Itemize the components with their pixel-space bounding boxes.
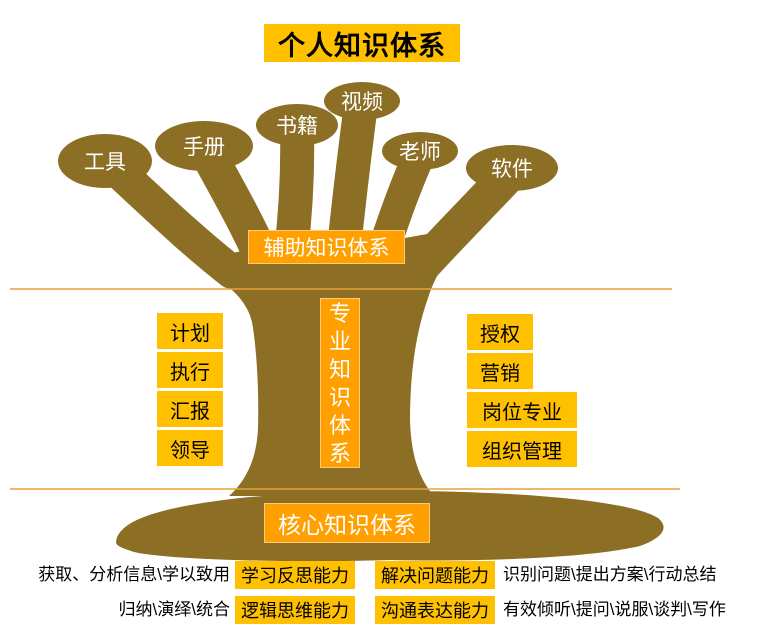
leaf-tools: 工具: [84, 151, 126, 174]
page-title: 个人知识体系: [264, 24, 460, 62]
note-induction-deduction: 归纳\演绎\统合: [118, 600, 230, 619]
level-professional-knowledge: 专业知识体系: [320, 298, 360, 468]
note-listening-writing: 有效倾听\提问\说服\谈判\写作: [503, 600, 726, 619]
leaf-manual-shape: [155, 121, 253, 171]
left-item-execute: 执行: [157, 352, 223, 388]
leaf-tools-shape: [58, 134, 152, 188]
right-item-org-management: 组织管理: [467, 431, 577, 467]
right-item-authorize: 授权: [467, 314, 533, 350]
leaf-software: 软件: [491, 158, 533, 181]
left-item-lead: 领导: [157, 430, 223, 466]
ability-learning-reflection: 学习反思能力: [235, 561, 355, 589]
right-item-marketing: 营销: [467, 353, 533, 389]
leaf-video-shape: [324, 82, 400, 120]
leaf-manual: 手册: [183, 136, 225, 159]
branch-video: [327, 87, 378, 265]
level-auxiliary-knowledge: 辅助知识体系: [248, 230, 405, 264]
leaf-books-shape: [256, 104, 338, 146]
ability-communication: 沟通表达能力: [375, 596, 495, 624]
ability-logical-thinking: 逻辑思维能力: [235, 596, 355, 624]
leaf-teacher-shape: [382, 132, 458, 170]
leaf-teacher: 老师: [399, 141, 441, 164]
leaf-books: 书籍: [276, 115, 318, 138]
left-item-report: 汇报: [157, 391, 223, 427]
note-acquire-analyze: 获取、分析信息\学以致用: [38, 565, 230, 584]
leaf-software-shape: [466, 145, 558, 191]
note-identify-propose: 识别问题\提出方案\行动总结: [503, 565, 717, 584]
left-item-plan: 计划: [157, 313, 223, 349]
ability-problem-solving: 解决问题能力: [375, 561, 495, 589]
level-core-knowledge: 核心知识体系: [264, 503, 430, 543]
right-item-position-expertise: 岗位专业: [467, 392, 577, 428]
leaf-video: 视频: [341, 91, 383, 114]
